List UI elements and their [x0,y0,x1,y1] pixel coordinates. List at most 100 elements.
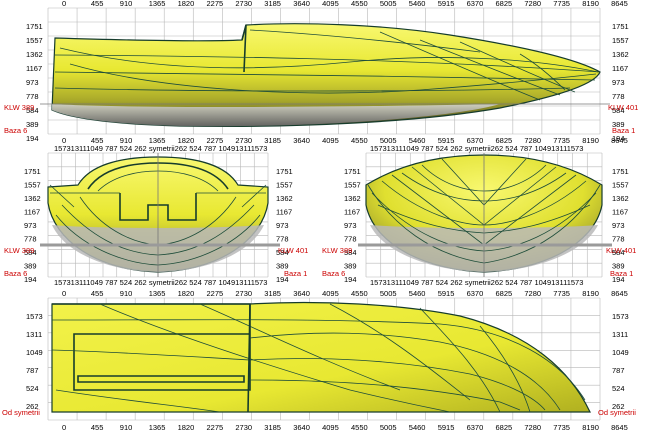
fwd-left-y-tick: 973 [344,221,357,230]
plan-top-x-tick: 1820 [178,290,195,298]
plan-canvas: 1573131110497875242621573131110497875242… [26,289,629,432]
side-right-klw: KLW 401 [608,103,639,112]
side-bottom-x-tick: 2275 [207,136,224,145]
aft-left-y-tick: 194 [24,275,37,284]
hull-side-underwater [52,104,500,127]
plan-right-y-tick: 262 [612,402,625,411]
side-bottom-x-tick: 1365 [149,136,166,145]
fwd-left-y-tick: 584 [344,248,357,257]
plan-bottom-x-tick: 7735 [553,423,570,432]
plan-top-x-tick: 6370 [467,290,484,298]
plan-top-x-tick: 455 [91,290,104,298]
side-top-x-tick: 2730 [235,0,252,8]
fwd-left-y-tick: 778 [344,235,357,244]
fwd-x-ticks-top: 157313111049 787 524 262 symetrii262 524… [370,145,583,153]
side-bottom-x-tick: 7280 [524,136,541,145]
side-bottom-x-tick: 6370 [467,136,484,145]
aft-left-klw: KLW 389 [4,246,35,255]
side-top-x-tick: 1365 [149,0,166,8]
fwd-left-y-tick: 1362 [344,194,361,203]
plan-left-label: Od symetrii [2,408,40,417]
fwd-right-baza: Baza 1 [610,269,634,278]
plan-hull-surface [51,301,591,413]
aft-left-y-tick: 1751 [24,167,41,176]
aft-x-ticks-bottom: 157313111049 787 524 262 symetrii262 524… [54,278,267,287]
side-left-y-tick: 584 [26,106,39,115]
aft-left-y-tick: 584 [24,248,37,257]
fwd-right-y-tick: 778 [612,235,625,244]
aft-left-y-tick: 1167 [24,208,40,217]
side-bottom-x-tick: 4095 [322,136,339,145]
side-right-y-tick: 194 [612,134,625,143]
side-top-x-tick: 4095 [322,0,339,8]
side-top-x-tick: 8645 [611,0,628,8]
fwd-right-y-tick: 389 [612,262,625,271]
aft-x-ticks-top: 157313111049 787 524 262 symetrii262 524… [54,145,267,153]
aft-right-y-tick: 1751 [276,167,293,176]
side-bottom-x-tick: 4550 [351,136,368,145]
fwd-left-klw: KLW 389 [322,246,353,255]
aft-right-y-tick: 778 [276,235,289,244]
side-bottom-x-tick: 5005 [380,136,397,145]
plan-bottom-x-tick: 5460 [409,423,426,432]
body-aft-canvas: 157313111049 787 524 262 symetrii262 524… [24,144,293,287]
fwd-right-klw: KLW 401 [606,246,637,255]
fwd-right-y-tick: 1751 [612,167,629,176]
fwd-right-y-tick: 1557 [612,181,629,190]
side-top-x-tick: 5005 [380,0,397,8]
plan-right-y-tick: 524 [612,384,625,393]
side-bottom-x-tick: 8190 [582,136,599,145]
plan-bottom-x-tick: 4095 [322,423,339,432]
side-bottom-x-tick: 455 [91,136,104,145]
aft-left-y-tick: 973 [24,221,37,230]
plan-bottom-x-tick: 8645 [611,423,628,432]
side-bottom-x-tick: 0 [62,136,66,145]
plan-bottom-x-tick: 0 [62,423,66,432]
plan-right-y-tick: 1573 [612,312,629,321]
plan-right-y-tick: 1049 [612,348,629,357]
fwd-left-y-tick: 1557 [344,181,361,190]
side-top-x-tick: 2275 [207,0,224,8]
side-bottom-x-tick: 8645 [611,136,628,145]
plan-right-y-tick: 1311 [612,330,628,339]
plan-bottom-x-tick: 8190 [582,423,599,432]
fwd-left-y-tick: 1167 [344,208,360,217]
plan-bottom-x-tick: 6825 [496,423,513,432]
body-view-aft: 157313111049 787 524 262 symetrii262 524… [0,144,320,288]
side-bottom-x-tick: 3640 [293,136,310,145]
side-left-y-tick: 1362 [26,50,43,59]
aft-right-y-tick: 1362 [276,194,293,203]
plan-top-x-tick: 8645 [611,290,628,298]
plan-bottom-x-tick: 455 [91,423,104,432]
side-bottom-x-tick: 5460 [409,136,426,145]
plan-top-x-tick: 7280 [524,290,541,298]
side-top-x-tick: 8190 [582,0,599,8]
plan-bottom-x-tick: 3640 [293,423,310,432]
side-left-y-tick: 1557 [26,36,43,45]
side-right-y-tick: 584 [612,106,625,115]
side-left-y-tick: 778 [26,92,39,101]
fwd-left-y-tick: 1751 [344,167,361,176]
plan-bottom-x-tick: 6370 [467,423,484,432]
side-top-x-tick: 7280 [524,0,541,8]
body-fwd-canvas: 157313111049 787 524 262 symetrii262 524… [344,144,629,287]
plan-bottom-x-tick: 4550 [351,423,368,432]
fwd-left-y-tick: 389 [344,262,357,271]
side-bottom-x-tick: 1820 [178,136,195,145]
side-top-x-tick: 3185 [264,0,281,8]
plan-bottom-x-tick: 3185 [264,423,281,432]
aft-left-y-tick: 1557 [24,181,41,190]
aft-right-y-tick: 584 [276,248,289,257]
plan-top-x-tick: 6825 [496,290,513,298]
plan-top-x-tick: 3640 [293,290,310,298]
side-bottom-x-tick: 6825 [496,136,513,145]
side-left-y-tick: 1751 [26,22,43,31]
side-top-x-tick: 4550 [351,0,368,8]
plan-top-x-tick: 0 [62,290,66,298]
plan-left-y-tick: 1573 [26,312,43,321]
fwd-x-ticks-bottom: 157313111049 787 524 262 symetrii262 524… [370,278,583,287]
plan-bottom-x-tick: 1820 [178,423,195,432]
plan-bottom-x-tick: 5005 [380,423,397,432]
side-top-x-tick: 1820 [178,0,195,8]
